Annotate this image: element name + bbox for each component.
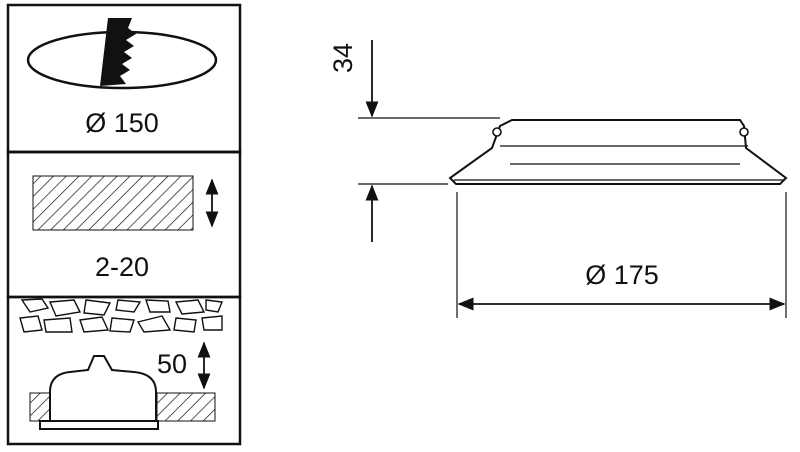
luminaire-housing [448,119,788,185]
cutout-panel: Ø 150 [26,18,218,138]
diameter-label: Ø 175 [585,260,659,290]
luminaire-body [49,355,157,421]
ceiling-hatch [32,175,194,231]
ceiling-thickness-label: 2-20 [95,252,149,282]
recess-depth-label: 50 [157,349,187,379]
recess-ceiling-right [156,392,216,422]
saw-icon [100,18,136,86]
recess-ceiling-left [29,392,51,422]
cutout-diameter-label: Ø 150 [85,108,159,138]
luminaire-rim [39,420,159,430]
insulation-stones [19,298,223,333]
recess-panel: 50 [19,298,223,430]
luminaire-side-view [358,40,788,318]
panel-frames [6,3,242,446]
height-label: 34 [328,43,358,73]
ceiling-panel: 2-20 [32,175,219,282]
